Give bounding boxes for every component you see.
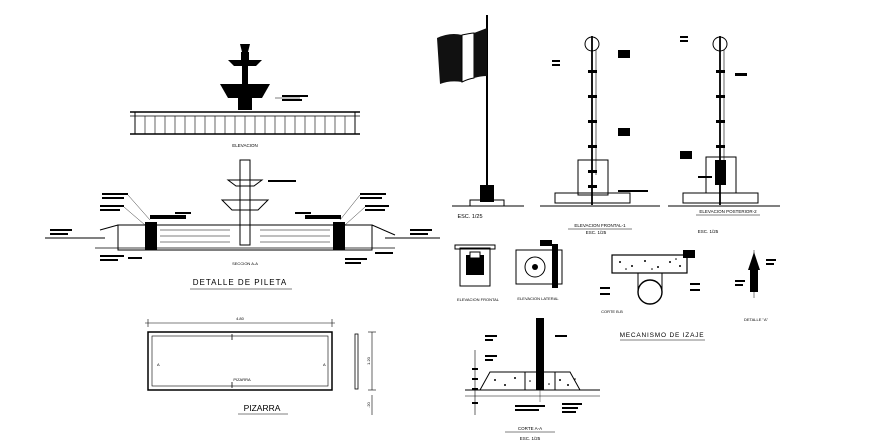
pole-rear-elevation: ELEVACION POSTERIOR-2 ESC. 1/25 [668,36,780,234]
pole-front-caption: ELEVACION FRONTAL-1 [574,223,626,228]
flag-elevation: ESC. 1/25 [437,15,524,220]
pole-front-scale: ESC. 1/25 [586,230,607,235]
board-drawing: 4.80 PIZARRA A A 1.20 .20 PIZARRA [145,316,376,415]
fountain-section-caption: SECCION A-A [232,261,258,266]
detail-frontal-caption: ELEVACION FRONTAL [457,297,500,302]
detail-a-caption: DETALLE "A" [744,317,769,322]
detail-lateral-caption: ELEVACION LATERAL [517,296,559,301]
pole-front-elevation: ELEVACION FRONTAL-1 ESC. 1/25 [540,36,660,235]
detail-lateral-elevation: ELEVACION LATERAL [515,240,563,301]
fountain-elevation-caption: ELEVACION [232,143,257,148]
detail-a: DETALLE "A" [735,250,776,322]
board-marker-left: A [157,362,160,367]
detail-cut-b: CORTE B-B MECANISMO DE IZAJE [600,250,705,341]
detail-frontal-elevation: ELEVACION FRONTAL [454,244,500,302]
board-side-dim: .20 [366,401,371,407]
board-inner-label: PIZARRA [233,377,251,382]
board-height-dim: 1.20 [366,356,371,365]
pole-rear-scale: ESC. 1/25 [698,229,719,234]
fountain-elevation: ELEVACION [130,44,360,148]
cut-a-caption: CORTE A-A [518,426,542,431]
cut-a-scale: ESC. 1/25 [520,436,541,441]
pole-rear-caption: ELEVACION POSTERIOR-2 [699,209,757,214]
cut-a-section: CORTE A-A ESC. 1/25 [465,318,600,441]
board-marker-right: A [323,362,326,367]
board-title: PIZARRA [244,403,281,413]
board-width-dim: 4.80 [236,316,245,321]
mechanism-title: MECANISMO DE IZAJE [620,332,705,339]
fountain-detail-title: DETALLE DE PILETA [193,278,288,287]
flag-scale-label: ESC. 1/25 [457,214,482,220]
fountain-section: SECCION A-A DETALLE DE PILETA [45,159,440,290]
detail-cut-b-caption: CORTE B-B [601,309,623,314]
